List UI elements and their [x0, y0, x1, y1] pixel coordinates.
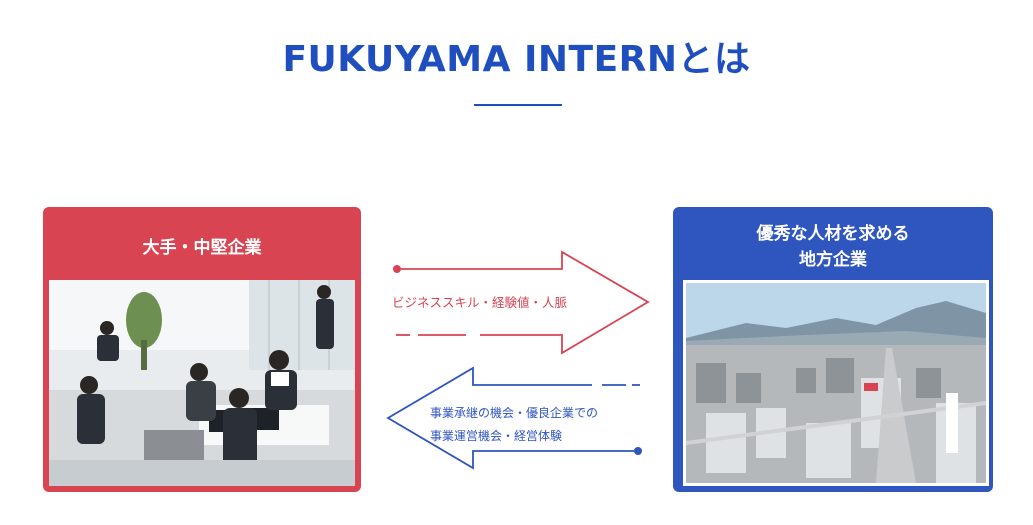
arrow-to-left-icon [386, 366, 642, 470]
city-aerial-photo [683, 280, 989, 486]
title-underline [474, 104, 562, 106]
regional-company-label-line1: 優秀な人材を求める [756, 224, 910, 244]
arrow-to-left-label: 事業承継の機会・優良企業での 事業運営機会・経営体験 [430, 402, 598, 448]
arrow-to-right-icon [393, 250, 650, 355]
regional-company-card: 優秀な人材を求める 地方企業 [673, 207, 993, 492]
arrow-to-left-label-line1: 事業承継の機会・優良企業での [430, 406, 599, 420]
regional-company-label: 優秀な人材を求める 地方企業 [673, 221, 993, 273]
arrow-to-left-label-line2: 事業運営機会・経営体験 [430, 429, 563, 443]
large-company-label: 大手・中堅企業 [142, 238, 262, 258]
arrow-to-right-label: ビジネススキル・経験値・人脈 [392, 295, 568, 310]
large-company-card: 大手・中堅企業 [43, 207, 361, 492]
regional-company-label-line2: 地方企業 [799, 250, 867, 270]
office-workers-photo [49, 280, 355, 486]
page-title: FUKUYAMA INTERNとは [282, 39, 751, 80]
exchange-arrows [386, 250, 650, 470]
